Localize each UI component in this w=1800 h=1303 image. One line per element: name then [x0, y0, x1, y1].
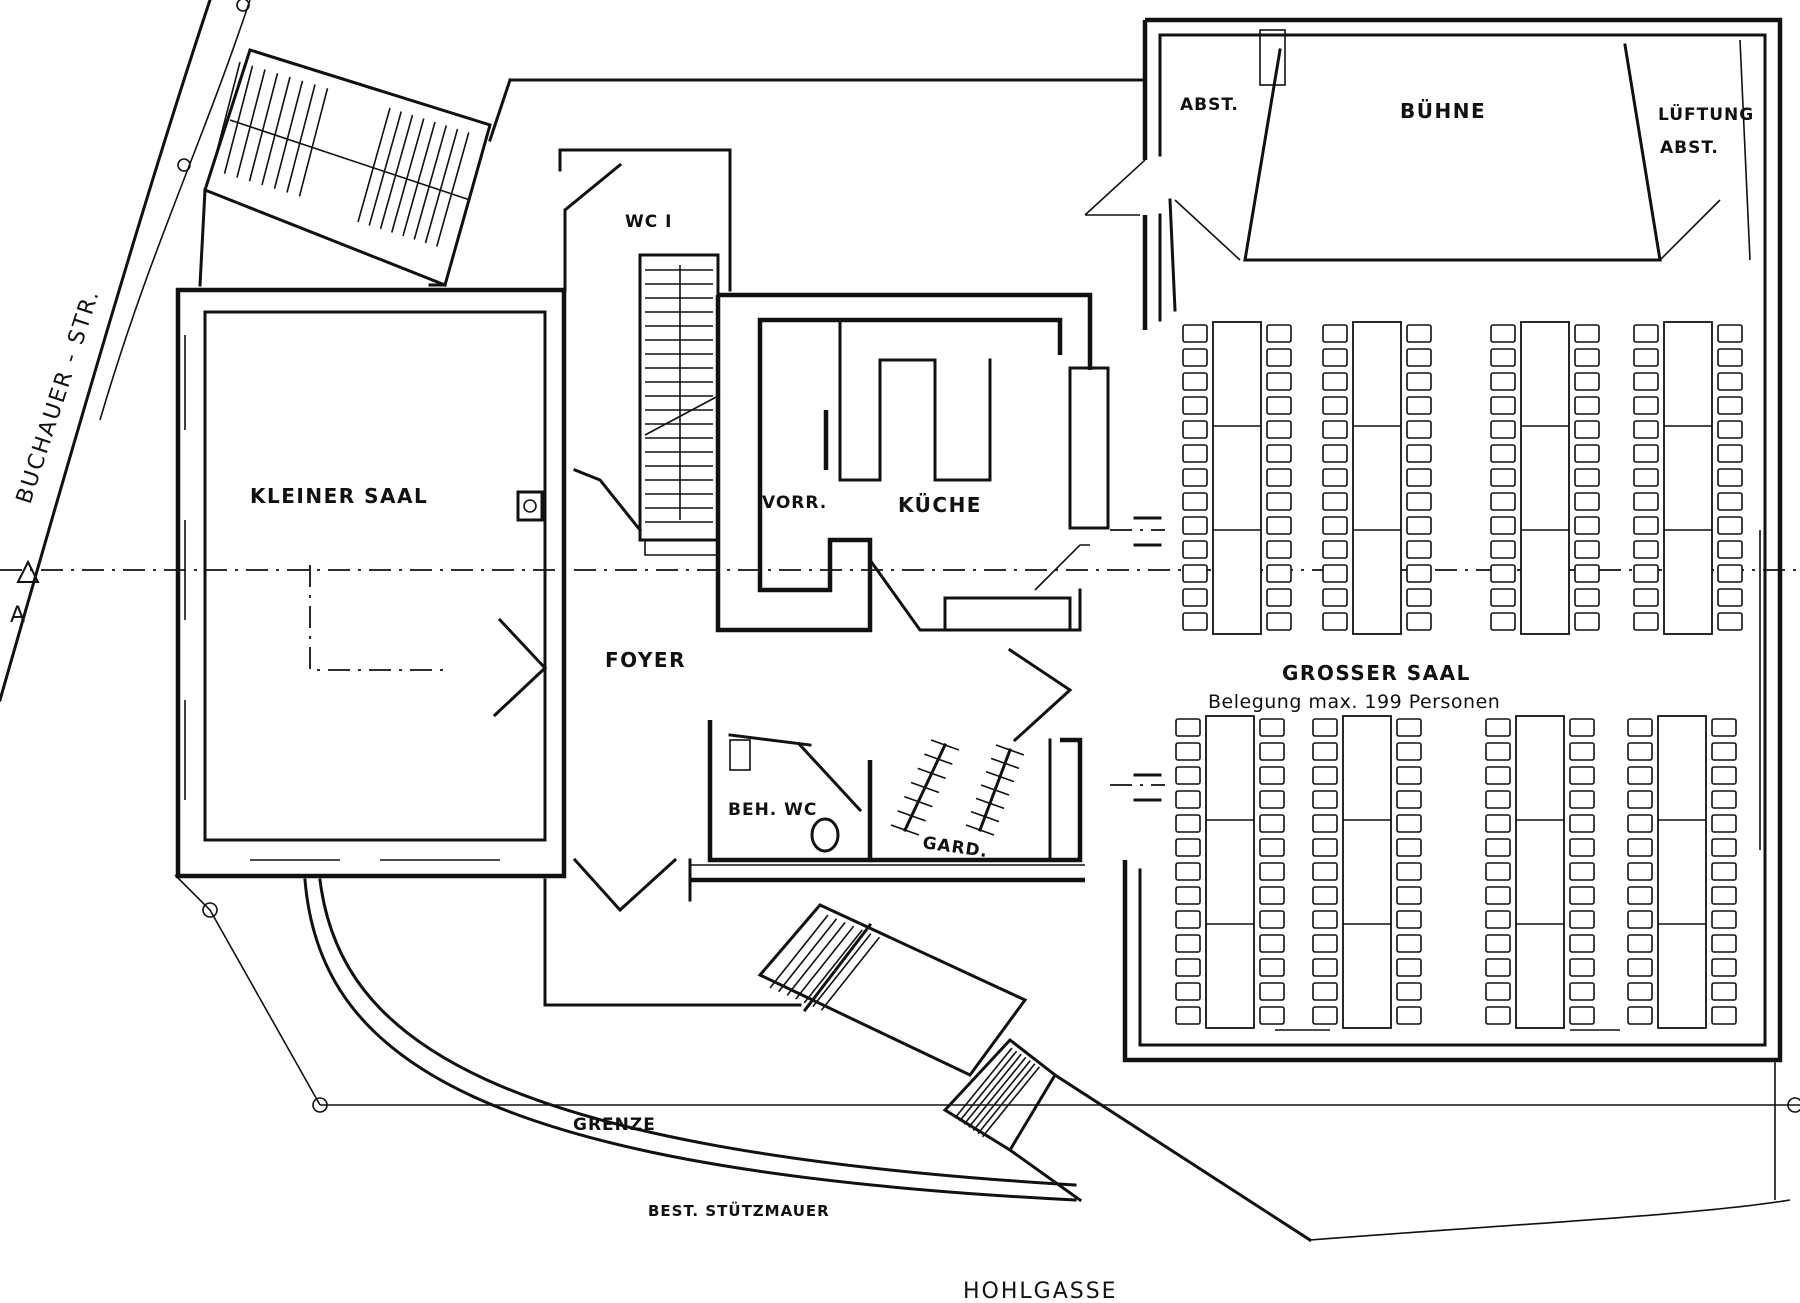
property-boundary	[174, 874, 1800, 1241]
grosser-saal-room	[1084, 17, 1783, 1063]
seating-block-north-4	[1633, 321, 1743, 635]
seating-block-south-3	[1485, 715, 1595, 1029]
label-kueche: KÜCHE	[898, 493, 982, 517]
label-wc-stair: WC I	[625, 212, 672, 232]
retaining-wall	[303, 878, 1077, 1202]
foyer-area	[488, 78, 1147, 1007]
label-abst-right: ABST.	[1660, 138, 1719, 158]
label-grenze: GRENZE	[573, 1115, 656, 1135]
buchauer-street-edge	[0, 0, 251, 702]
label-lueftung: LÜFTUNG	[1658, 103, 1754, 125]
seating-block-north-2	[1322, 321, 1432, 635]
label-foyer: FOYER	[605, 648, 686, 672]
label-beh-wc: BEH. WC	[728, 800, 817, 820]
seating-block-south-2	[1312, 715, 1422, 1029]
label-belegung: Belegung max. 199 Personen	[1208, 691, 1500, 713]
stage	[1174, 29, 1751, 262]
kitchen-room	[715, 292, 1110, 633]
label-stuetzmauer: BEST. STÜTZMAUER	[648, 1201, 830, 1220]
seating-block-north-1	[1182, 321, 1292, 635]
interior-stair	[638, 253, 721, 556]
section-line-a	[0, 559, 1800, 583]
label-buchauer-str: BUCHAUER - STR.	[12, 286, 105, 507]
label-section-a: A	[10, 603, 27, 628]
label-vorr: VORR.	[762, 493, 827, 513]
seating-block-south-4	[1627, 715, 1737, 1029]
label-buehne: BÜHNE	[1400, 99, 1486, 123]
label-hohlgasse: HOHLGASSE	[963, 1279, 1118, 1303]
accessible-wc-room	[707, 720, 873, 863]
label-grosser-saal: GROSSER SAAL	[1282, 661, 1471, 685]
seating-block-south-1	[1175, 715, 1285, 1029]
kleiner-saal-room	[175, 287, 567, 879]
south-entrance-stair	[757, 903, 1313, 1243]
label-abst-left: ABST.	[1180, 95, 1239, 115]
garderobe-area	[870, 737, 1083, 863]
label-kleiner-saal: KLEINER SAAL	[250, 484, 428, 508]
north-entrance-stair	[177, 0, 492, 288]
seating-block-north-3	[1490, 321, 1600, 635]
seating-layout	[1175, 321, 1743, 1029]
